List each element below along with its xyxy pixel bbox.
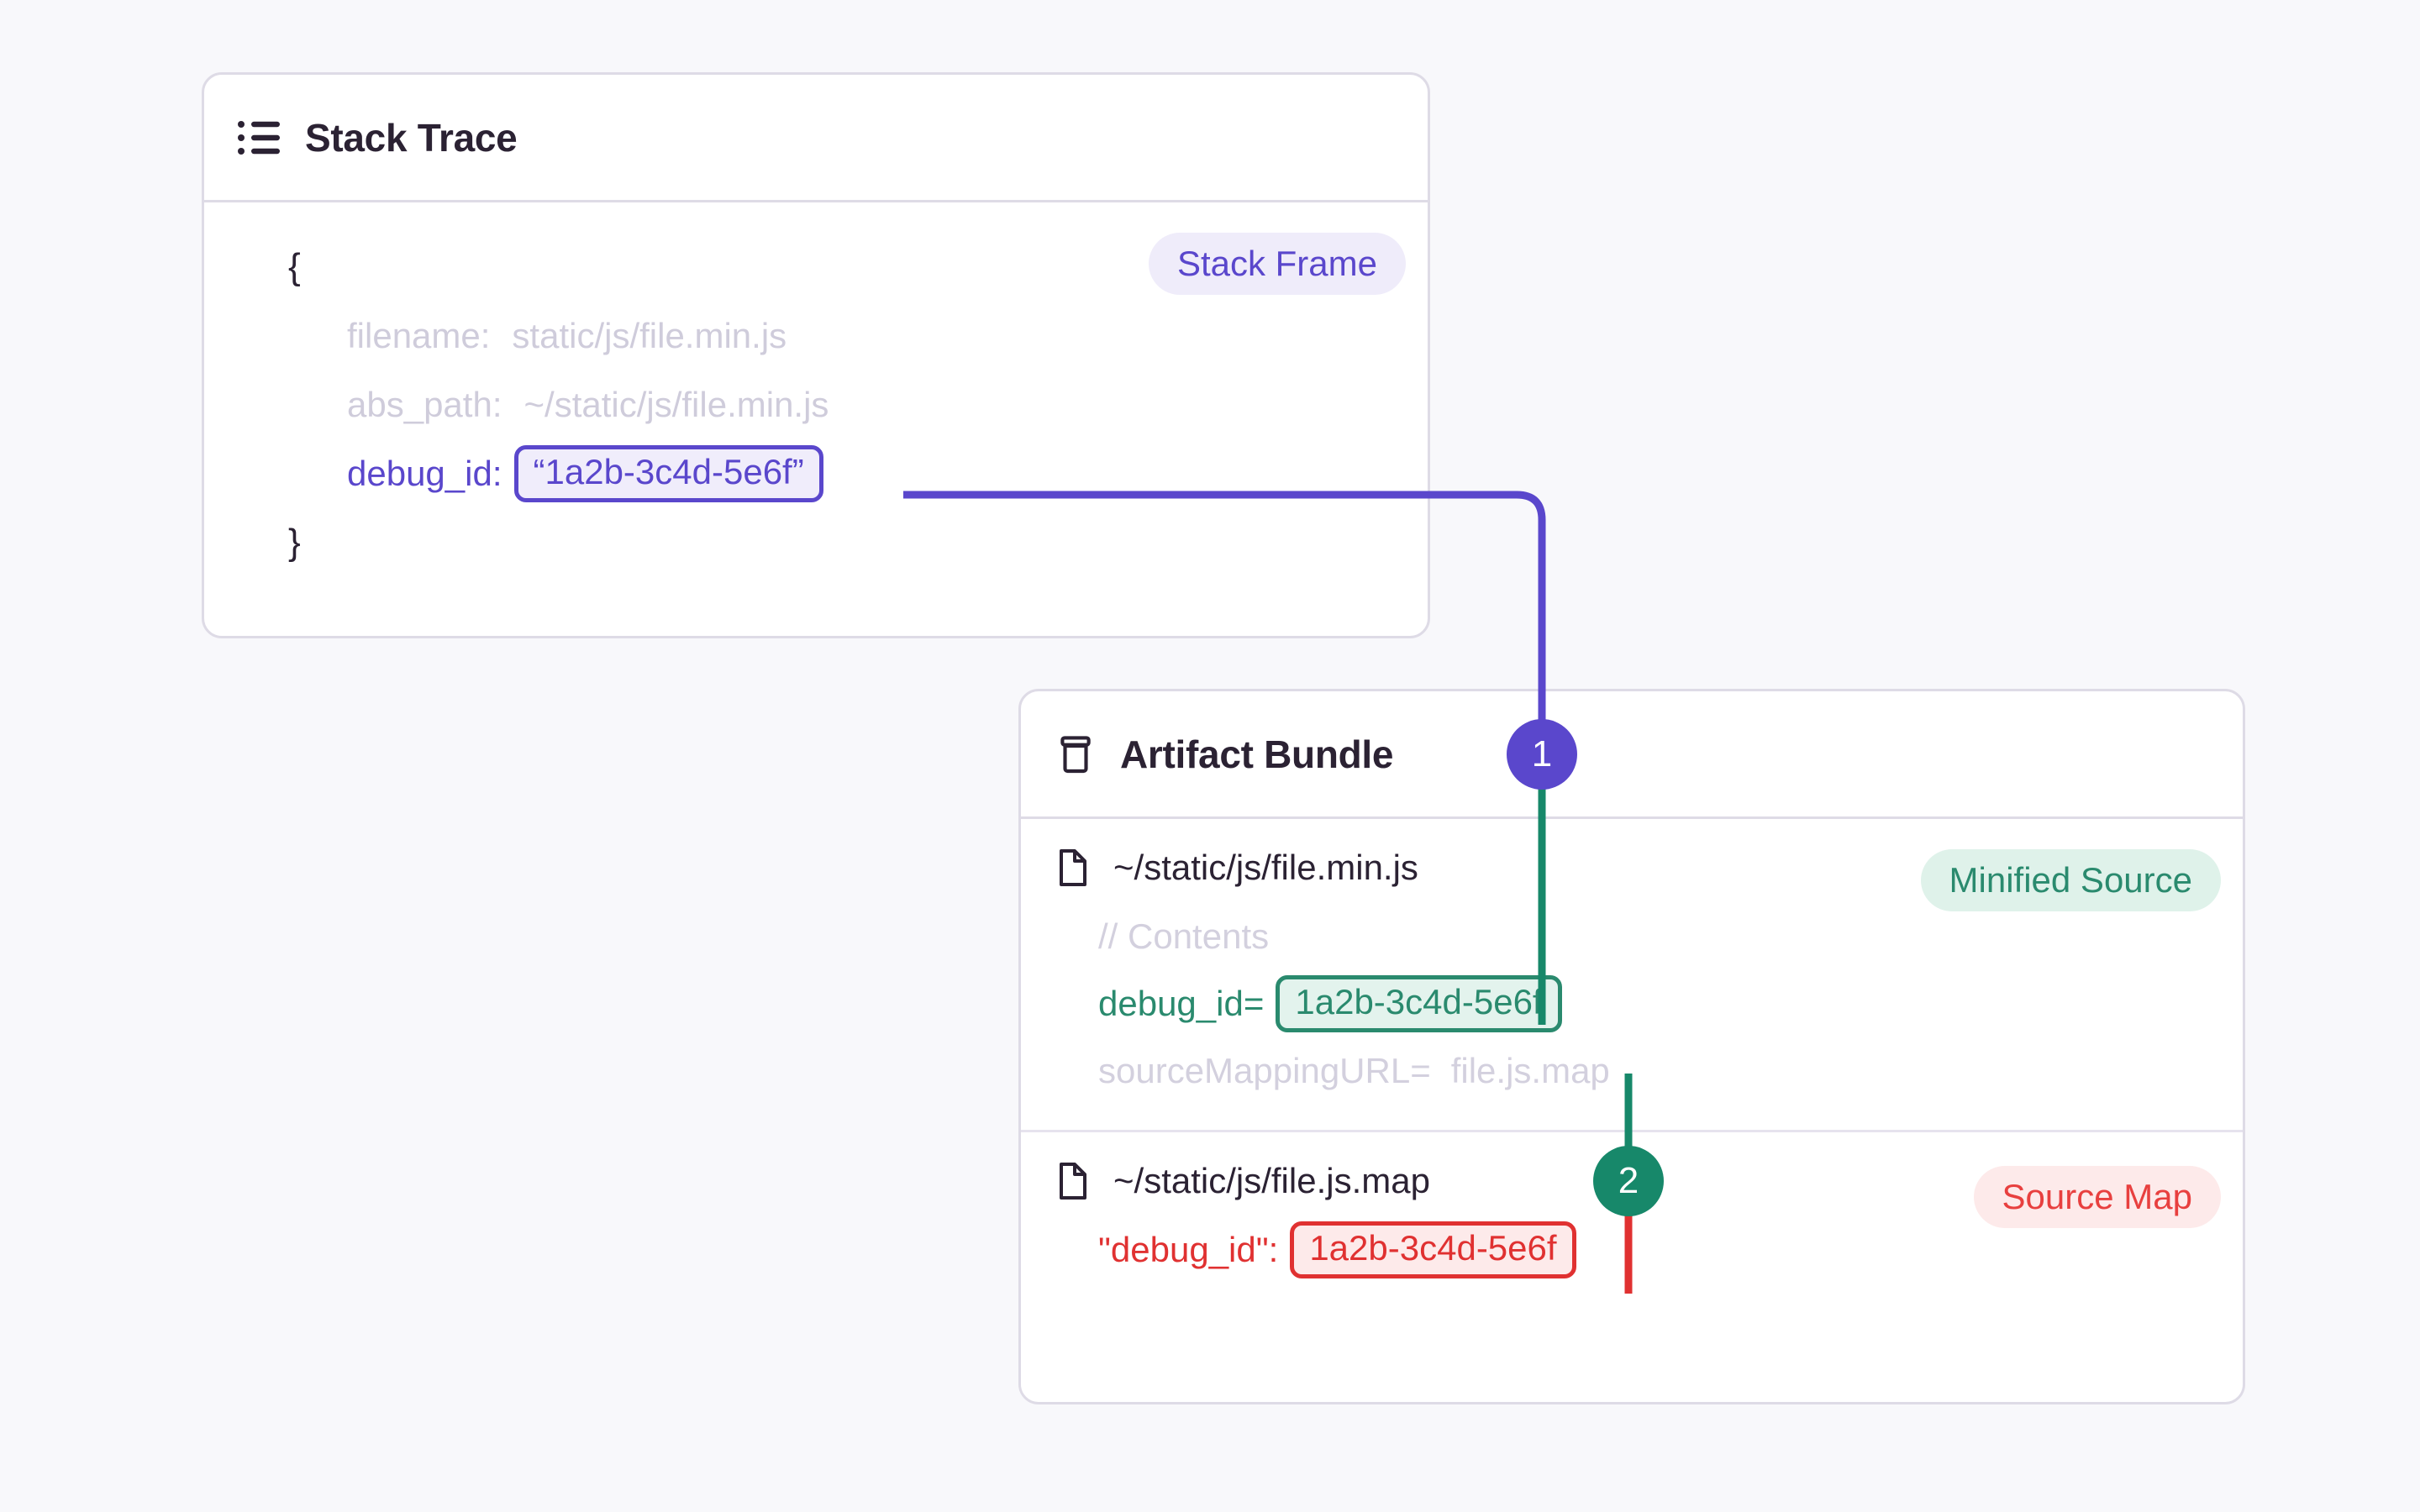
json-close-brace: } bbox=[288, 522, 301, 563]
artifact-bundle-title: Artifact Bundle bbox=[1120, 732, 1394, 776]
file-icon bbox=[1055, 848, 1092, 888]
minified-source-badge: Minified Source bbox=[1920, 849, 2221, 911]
minified-source-file-row: ~/static/js/file.min.js bbox=[1055, 848, 2209, 888]
field-abs-path-value: ~/static/js/file.min.js bbox=[523, 385, 829, 424]
step-badge-2: 2 bbox=[1593, 1146, 1664, 1216]
debug-id-value-chip-purple: “1a2b-3c4d-5e6f” bbox=[513, 445, 823, 502]
field-filename-key: filename: bbox=[347, 316, 491, 355]
field-filename: filename: static/js/file.min.js bbox=[238, 302, 1394, 370]
field-abs-path-key: abs_path: bbox=[347, 385, 502, 424]
debug-id-value-chip-green: 1a2b-3c4d-5e6f bbox=[1276, 975, 1562, 1032]
field-filename-value: static/js/file.min.js bbox=[512, 316, 787, 355]
json-open-brace: { bbox=[288, 246, 301, 287]
field-debug-id-key: debug_id: bbox=[347, 454, 502, 493]
minified-source-debug-id: debug_id= 1a2b-3c4d-5e6f bbox=[1055, 970, 2209, 1037]
stack-trace-header: Stack Trace bbox=[204, 75, 1428, 202]
field-abs-path: abs_path: ~/static/js/file.min.js bbox=[238, 370, 1394, 439]
file-icon bbox=[1055, 1161, 1092, 1201]
minified-source-file-name: ~/static/js/file.min.js bbox=[1113, 848, 1418, 887]
field-debug-id: debug_id: “1a2b-3c4d-5e6f” bbox=[238, 439, 1394, 508]
stack-trace-title: Stack Trace bbox=[305, 115, 518, 160]
stack-trace-body: Stack Frame { filename: static/js/file.m… bbox=[204, 202, 1428, 611]
minified-source-section: Minified Source ~/static/js/file.min.js … bbox=[1021, 819, 2243, 1130]
artifact-bundle-card: Artifact Bundle Minified Source ~/static… bbox=[1018, 689, 2245, 1404]
archive-box-icon bbox=[1055, 733, 1097, 775]
minified-source-contents-comment: // Contents bbox=[1098, 916, 1270, 956]
minified-source-debug-id-key: debug_id= bbox=[1098, 984, 1265, 1023]
minified-source-sourcemapping-url: sourceMappingURL= file.js.map bbox=[1055, 1037, 2209, 1105]
artifact-bundle-header: Artifact Bundle bbox=[1021, 691, 2243, 819]
sourcemapping-url-key: sourceMappingURL= bbox=[1098, 1051, 1431, 1090]
source-map-file-name: ~/static/js/file.js.map bbox=[1113, 1161, 1430, 1200]
stack-trace-card: Stack Trace Stack Frame { filename: stat… bbox=[202, 72, 1430, 638]
source-map-debug-id-key: "debug_id": bbox=[1098, 1230, 1279, 1269]
sourcemapping-url-value: file.js.map bbox=[1450, 1051, 1610, 1090]
source-map-debug-id: "debug_id": 1a2b-3c4d-5e6f bbox=[1055, 1216, 2209, 1284]
list-icon bbox=[238, 119, 281, 156]
debug-id-value-chip-red: 1a2b-3c4d-5e6f bbox=[1290, 1221, 1576, 1278]
stack-frame-badge: Stack Frame bbox=[1148, 233, 1406, 295]
source-map-badge: Source Map bbox=[1973, 1166, 2221, 1228]
source-map-section: Source Map ~/static/js/file.js.map "debu… bbox=[1021, 1132, 2243, 1309]
step-badge-1: 1 bbox=[1507, 719, 1577, 790]
source-map-file-row: ~/static/js/file.js.map bbox=[1055, 1161, 2209, 1201]
